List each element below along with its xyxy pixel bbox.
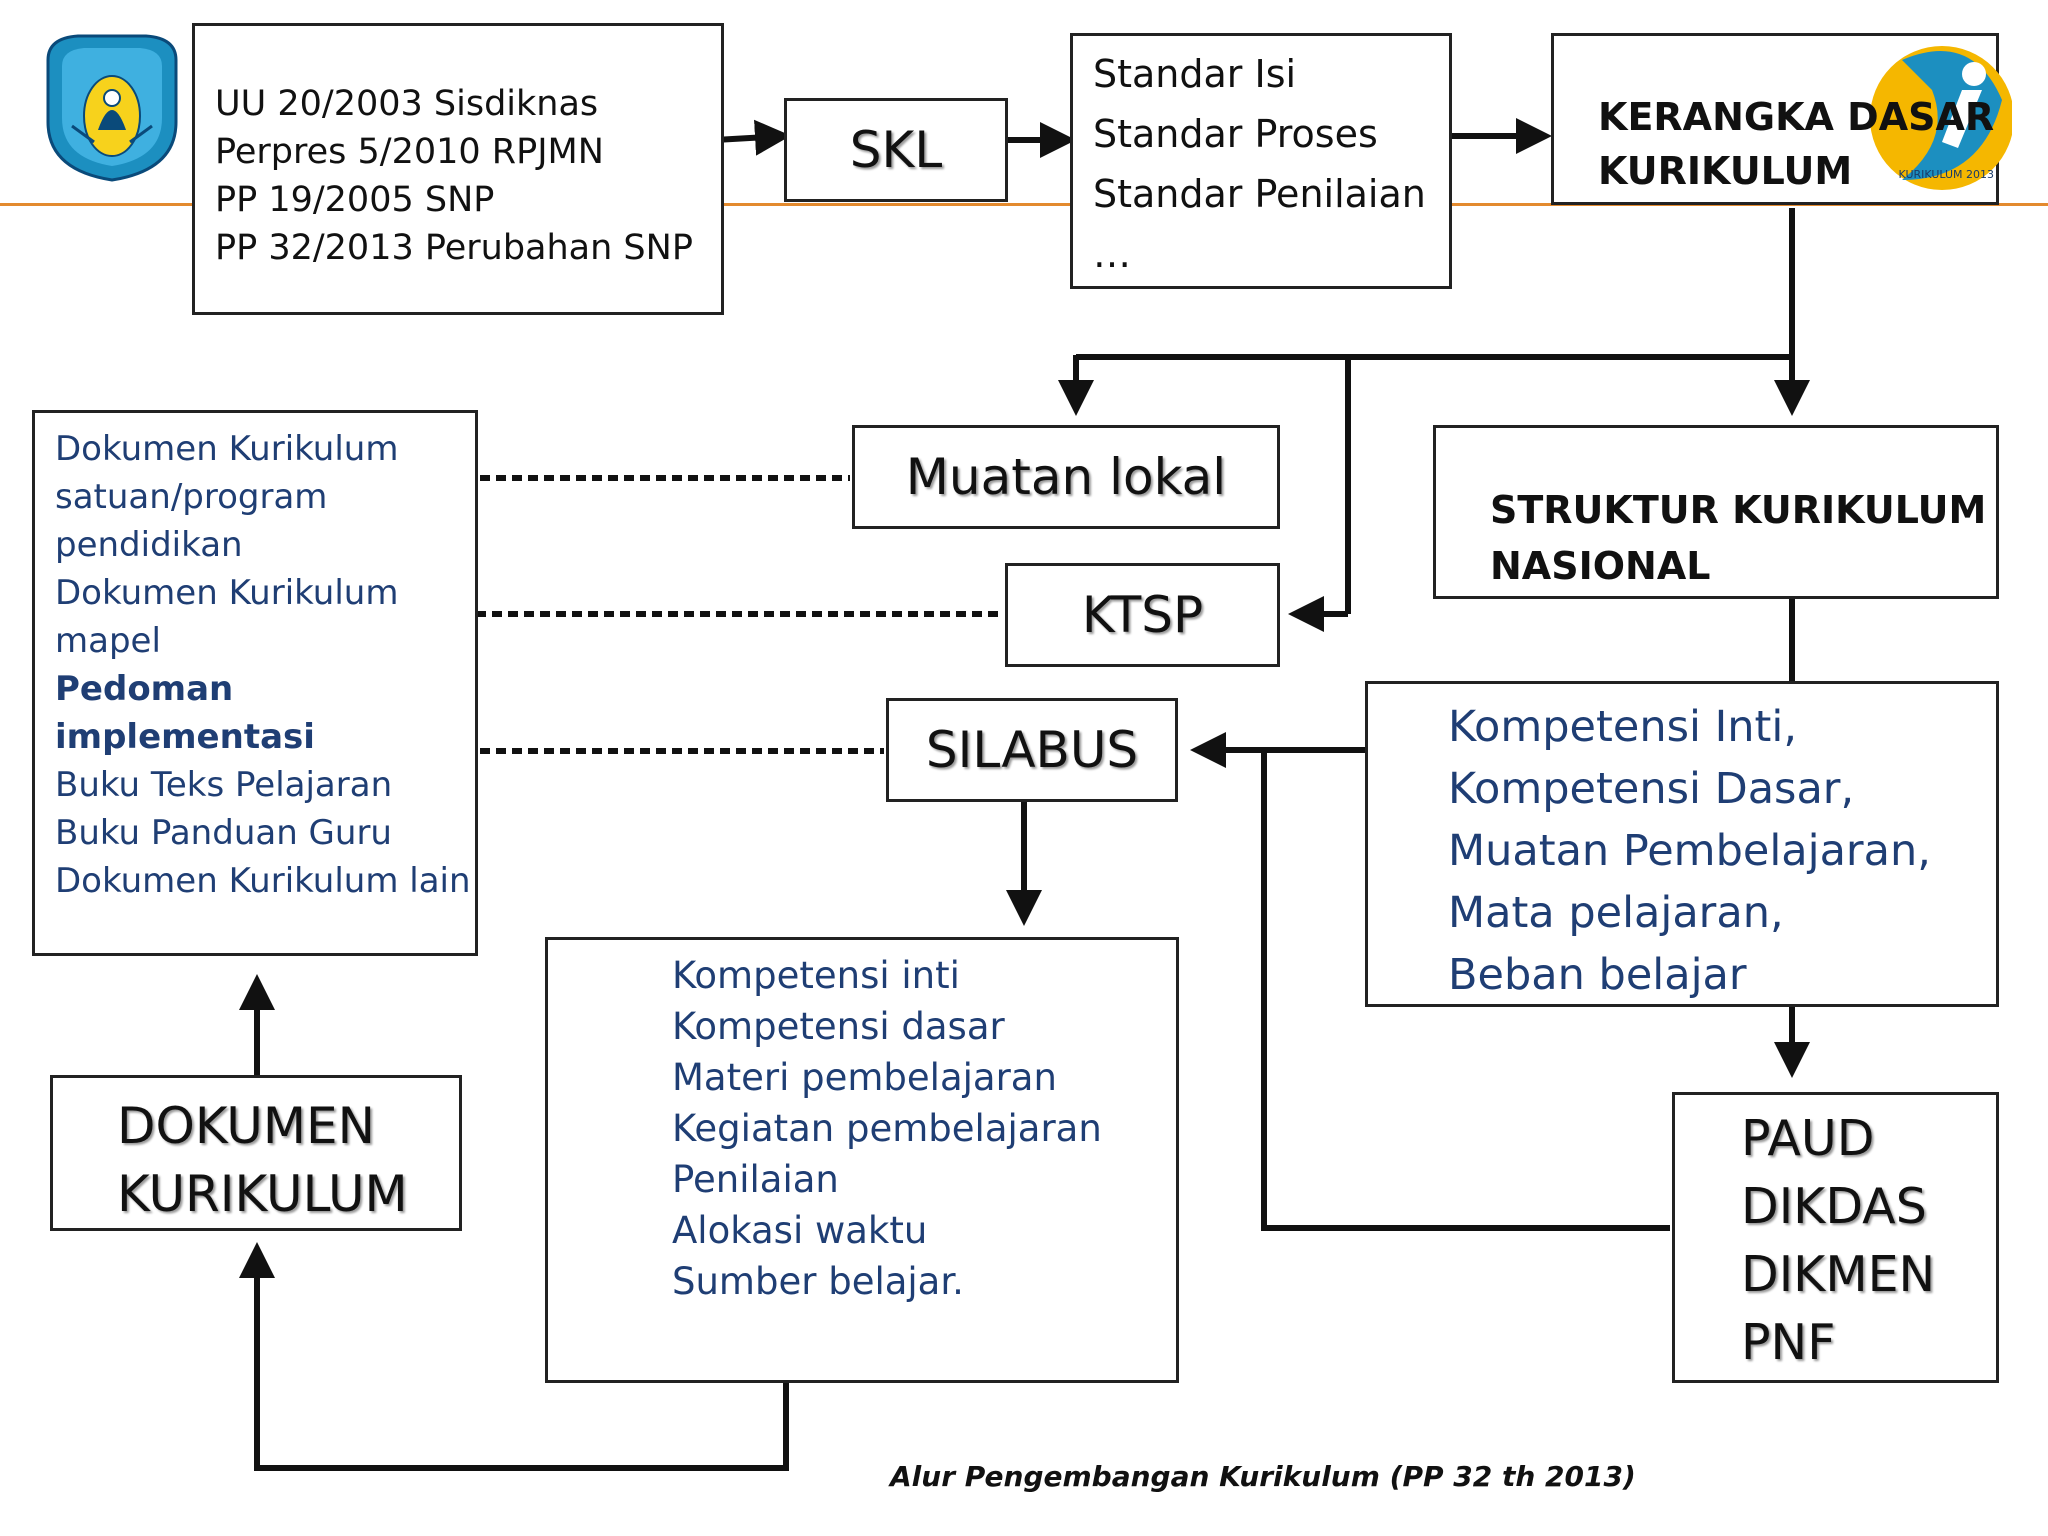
- levels-list: PAUD DIKDAS DIKMEN PNF: [1741, 1105, 1996, 1377]
- kompetensi-item: Beban belajar: [1448, 950, 1747, 1000]
- legal-basis-box: UU 20/2003 Sisdiknas Perpres 5/2010 RPJM…: [192, 23, 724, 315]
- kerangka-title-line: KERANGKA DASAR: [1598, 95, 1995, 139]
- dokumen-list-item: Buku Panduan Guru: [55, 813, 392, 853]
- legal-basis-item: PP 32/2013 Perubahan SNP: [215, 228, 693, 268]
- kurikulum-logo-text: KURIKULUM 2013: [1898, 168, 1994, 181]
- muatan-lokal-box: Muatan lokal: [852, 425, 1280, 529]
- level-item: PAUD: [1741, 1110, 1875, 1167]
- struktur-title-line: STRUKTUR KURIKULUM: [1490, 488, 1987, 532]
- level-item: DIKDAS: [1741, 1178, 1927, 1235]
- kompetensi-item: Muatan Pembelajaran,: [1448, 826, 1931, 876]
- dokumen-list-item: Dokumen Kurikulum: [55, 573, 399, 613]
- dokumen-list-item: pendidikan: [55, 525, 243, 565]
- silabus-content-item: Kompetensi inti: [672, 954, 960, 997]
- standard-item: Standar Isi: [1093, 52, 1297, 96]
- diagram-caption: Alur Pengembangan Kurikulum (PP 32 th 20…: [890, 1460, 1636, 1493]
- struktur-title: STRUKTUR KURIKULUM NASIONAL: [1490, 482, 1996, 594]
- line-content-to-dokumen: [254, 1250, 789, 1471]
- dokumen-list-item: Buku Teks Pelajaran: [55, 765, 393, 805]
- silabus-content-item: Sumber belajar.: [672, 1260, 964, 1303]
- standard-item: Standar Proses: [1093, 112, 1378, 156]
- skl-label: SKL: [849, 121, 943, 179]
- standard-item: Standar Penilaian: [1093, 172, 1426, 216]
- dokumen-list-item: mapel: [55, 621, 161, 661]
- line-levels-to-silabus: [1261, 750, 1670, 1231]
- dokumen-kurikulum-box: DOKUMEN KURIKULUM: [50, 1075, 462, 1231]
- dokumen-kurikulum-line: KURIKULUM: [117, 1165, 408, 1223]
- dokumen-kurikulum-title: DOKUMEN KURIKULUM: [117, 1092, 459, 1228]
- kompetensi-list: Kompetensi Inti, Kompetensi Dasar, Muata…: [1448, 696, 1996, 1006]
- arrow-legal-to-skl: [714, 119, 791, 156]
- dokumen-list-item: Dokumen Kurikulum lain: [55, 861, 471, 901]
- dokumen-list-item: Dokumen Kurikulum: [55, 429, 399, 469]
- silabus-content-item: Penilaian: [672, 1158, 839, 1201]
- kerangka-dasar-box: KERANGKA DASAR KURIKULUM KURIKULUM 2013: [1551, 33, 2012, 205]
- kompetensi-item: Kompetensi Inti,: [1448, 702, 1797, 752]
- header-divider: [0, 203, 2048, 206]
- dokumen-list-item-bold: Pedoman implementasi: [55, 669, 315, 757]
- kompetensi-box: Kompetensi Inti, Kompetensi Dasar, Muata…: [1365, 681, 1999, 1007]
- levels-box: PAUD DIKDAS DIKMEN PNF: [1672, 1092, 1999, 1383]
- legal-basis-list: UU 20/2003 Sisdiknas Perpres 5/2010 RPJM…: [215, 80, 721, 272]
- legal-basis-item: UU 20/2003 Sisdiknas: [215, 84, 599, 124]
- level-item: DIKMEN: [1741, 1246, 1936, 1303]
- dokumen-list: Dokumen Kurikulum satuan/program pendidi…: [55, 425, 475, 905]
- kerangka-title-line: KURIKULUM: [1598, 149, 1853, 193]
- dokumen-list-item: satuan/program: [55, 477, 328, 517]
- dokumen-kurikulum-line: DOKUMEN: [117, 1097, 376, 1155]
- ktsp-label: KTSP: [1081, 586, 1204, 644]
- silabus-content-item: Kompetensi dasar: [672, 1005, 1005, 1048]
- level-item: PNF: [1741, 1314, 1836, 1371]
- kompetensi-item: Kompetensi Dasar,: [1448, 764, 1855, 814]
- struktur-kurikulum-box: STRUKTUR KURIKULUM NASIONAL: [1433, 425, 1999, 599]
- skl-box: SKL: [784, 98, 1008, 202]
- silabus-content-item: Materi pembelajaran: [672, 1056, 1057, 1099]
- kompetensi-item: Mata pelajaran,: [1448, 888, 1784, 938]
- silabus-content-item: Alokasi waktu: [672, 1209, 928, 1252]
- silabus-content-item: Kegiatan pembelajaran: [672, 1107, 1102, 1150]
- kurikulum-2013-logo-icon: [1870, 46, 2012, 190]
- silabus-content-box: Kompetensi inti Kompetensi dasar Materi …: [545, 937, 1179, 1383]
- standards-list: Standar Isi Standar Proses Standar Penil…: [1093, 44, 1449, 284]
- standard-item: …: [1093, 232, 1131, 276]
- silabus-content-list: Kompetensi inti Kompetensi dasar Materi …: [672, 950, 1176, 1307]
- standards-box: Standar Isi Standar Proses Standar Penil…: [1070, 33, 1452, 289]
- silabus-label: SILABUS: [925, 721, 1139, 779]
- silabus-box: SILABUS: [886, 698, 1178, 802]
- kerangka-dasar-title: KERANGKA DASAR KURIKULUM: [1598, 90, 1996, 198]
- dokumen-list-box: Dokumen Kurikulum satuan/program pendidi…: [32, 410, 478, 956]
- legal-basis-item: Perpres 5/2010 RPJMN: [215, 132, 604, 172]
- legal-basis-item: PP 19/2005 SNP: [215, 180, 495, 220]
- ktsp-box: KTSP: [1005, 563, 1280, 667]
- struktur-title-line: NASIONAL: [1490, 544, 1711, 588]
- muatan-lokal-label: Muatan lokal: [905, 448, 1227, 506]
- tut-wuri-handayani-logo: [38, 30, 186, 182]
- emblem-icon: [46, 34, 178, 182]
